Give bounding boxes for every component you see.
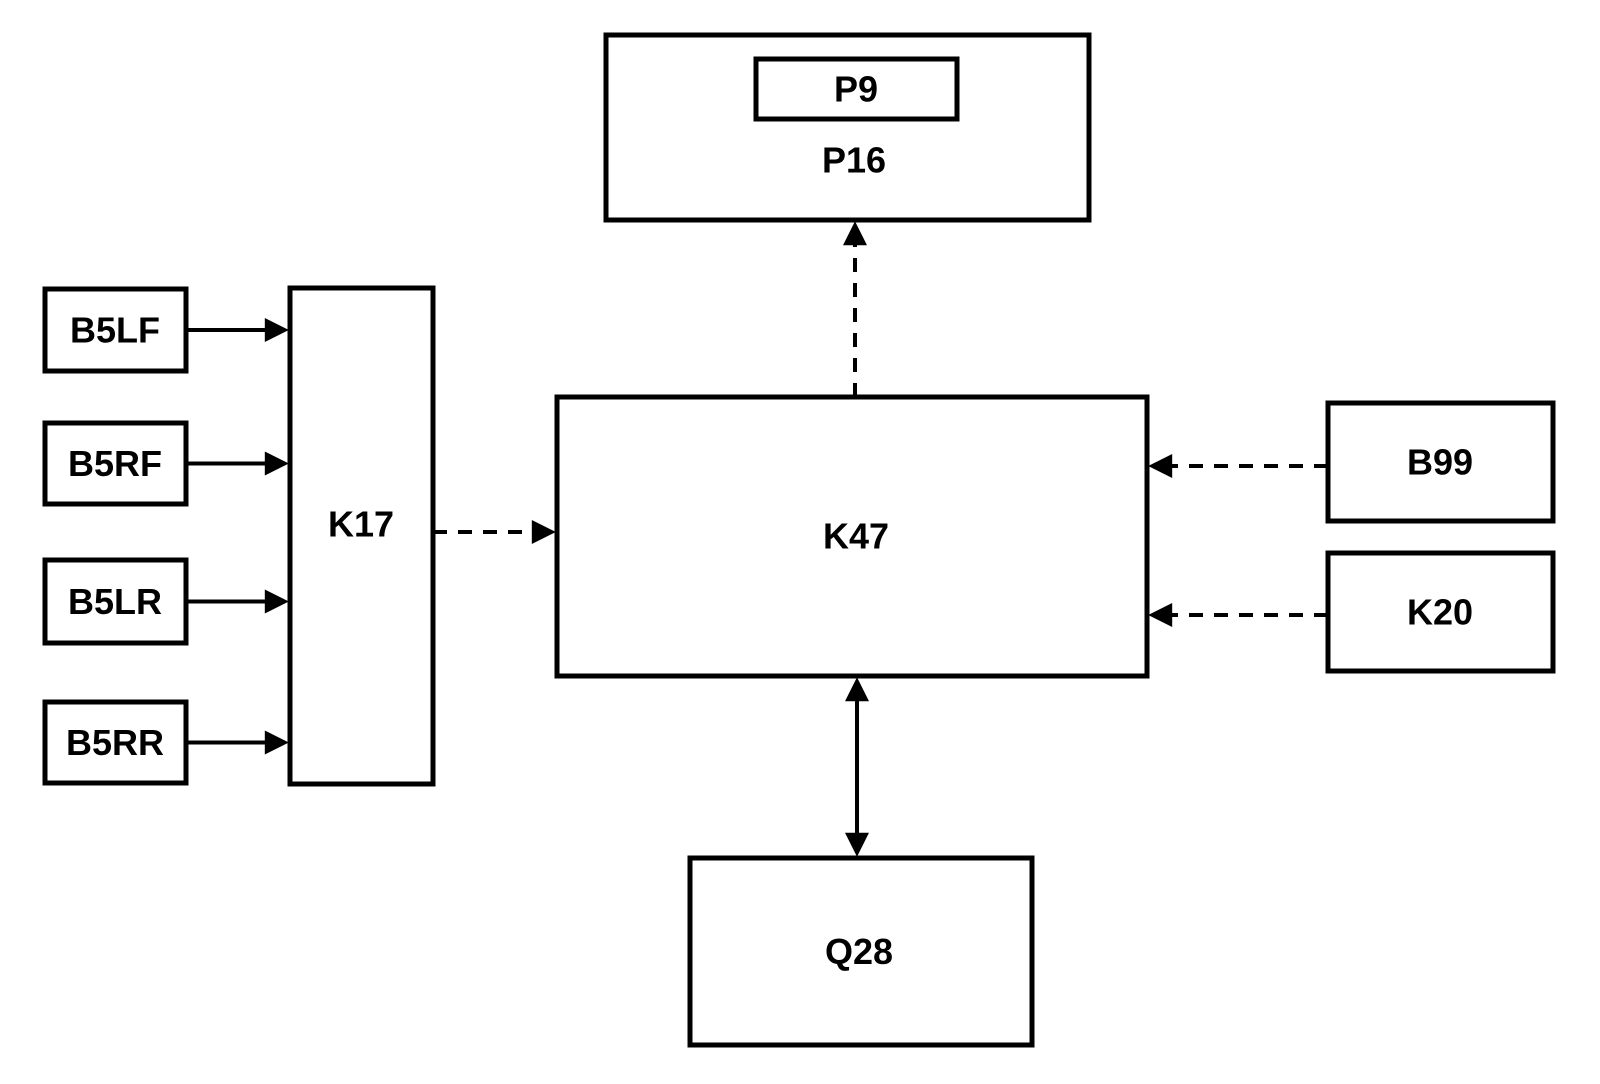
- node-q28-label: Q28: [825, 931, 893, 972]
- node-p16-label: P16: [822, 140, 886, 181]
- node-k17-box: [287, 285, 436, 787]
- node-k20-box: [1325, 550, 1556, 674]
- node-k20-label: K20: [1407, 592, 1473, 633]
- node-k17-label: K17: [328, 504, 394, 545]
- node-p9-label: P9: [834, 69, 878, 110]
- node-q28-box: [687, 855, 1035, 1048]
- node-b5lr-label: B5LR: [68, 581, 162, 622]
- node-b99-box: [1325, 400, 1556, 524]
- node-b5lf-box: [42, 286, 189, 374]
- node-b5rr-box: [42, 699, 189, 786]
- node-b5lf-label: B5LF: [70, 310, 160, 351]
- node-b5rr-label: B5RR: [66, 722, 164, 763]
- node-k47-label: K47: [823, 516, 889, 557]
- node-b5rf-box: [42, 420, 189, 507]
- node-p9-box: [753, 56, 960, 122]
- node-b99-label: B99: [1407, 442, 1473, 483]
- node-k47-box: [554, 394, 1150, 679]
- node-b5lr-box: [42, 557, 189, 646]
- node-b5rf-label: B5RF: [68, 443, 162, 484]
